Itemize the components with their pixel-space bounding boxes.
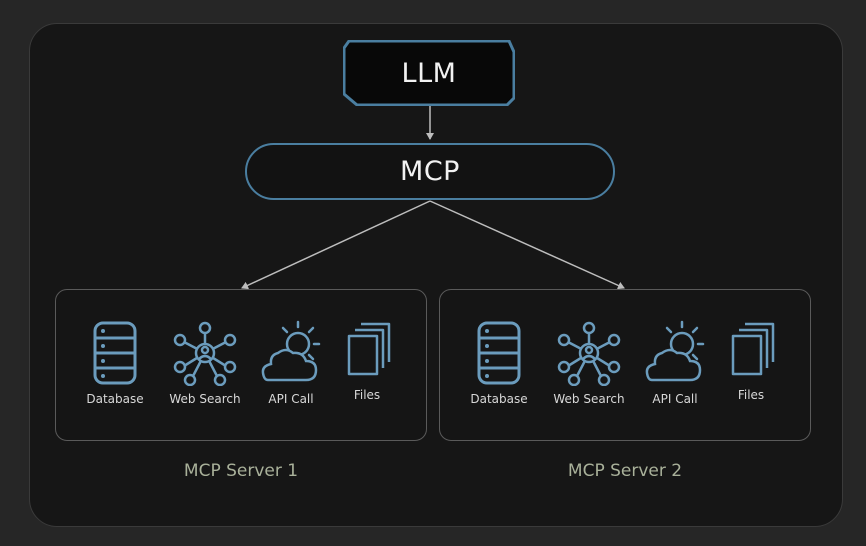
mcp-server-2-box: Database Web <box>439 289 811 441</box>
mcp-server-1-box: Database Web <box>55 289 427 441</box>
tool-files: Files <box>706 322 796 402</box>
tool-files: Files <box>322 322 412 402</box>
database-icon <box>477 321 521 385</box>
llm-box-outline <box>343 40 515 106</box>
web-search-icon <box>557 321 621 386</box>
tool-api-call: API Call <box>630 318 720 406</box>
tool-web-search: Web Search <box>544 320 634 406</box>
tool-label: API Call <box>268 392 314 406</box>
tool-label: API Call <box>652 392 698 406</box>
tool-label: Database <box>86 392 144 406</box>
files-icon <box>731 322 775 376</box>
database-icon <box>93 321 137 385</box>
tool-label: Database <box>470 392 528 406</box>
tool-database: Database <box>70 320 160 406</box>
llm-label: LLM <box>401 57 457 89</box>
tool-label: Files <box>737 388 765 402</box>
mcp-label: MCP <box>400 156 460 187</box>
tool-label: Web Search <box>553 392 625 406</box>
tool-api-call: API Call <box>246 318 336 406</box>
tool-web-search: Web Search <box>160 320 250 406</box>
mcp-server-1-label: MCP Server 1 <box>183 461 299 481</box>
tool-database: Database <box>454 320 544 406</box>
tool-label: Web Search <box>169 392 241 406</box>
mcp-node: MCP <box>245 143 615 200</box>
tool-label: Files <box>353 388 381 402</box>
mcp-server-2-label: MCP Server 2 <box>567 461 683 481</box>
api-call-icon <box>645 320 705 382</box>
api-call-icon <box>261 320 321 382</box>
web-search-icon <box>173 321 237 386</box>
files-icon <box>347 322 391 376</box>
llm-node: LLM <box>343 40 515 106</box>
